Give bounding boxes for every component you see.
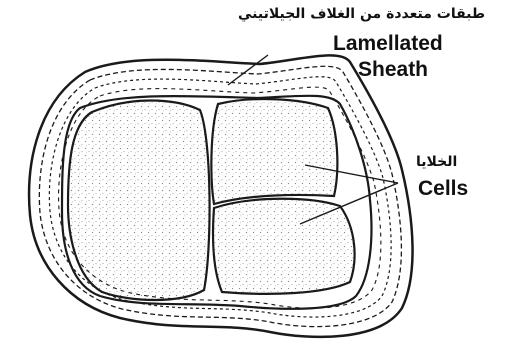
sheath-label-line2: Sheath — [358, 57, 428, 83]
sheath-label-arabic: طبقات متعددة من الغلاف الجيلاتيني — [238, 6, 485, 22]
cell-upper-right — [211, 99, 337, 204]
sheath-label-line1: Lamellated — [333, 31, 443, 57]
cell-left — [68, 101, 210, 301]
cell-lower-right — [213, 199, 355, 294]
sheath-pointer-line — [228, 55, 268, 85]
cells-label: Cells — [418, 176, 468, 202]
cells-label-arabic: الخلايا — [416, 154, 457, 170]
